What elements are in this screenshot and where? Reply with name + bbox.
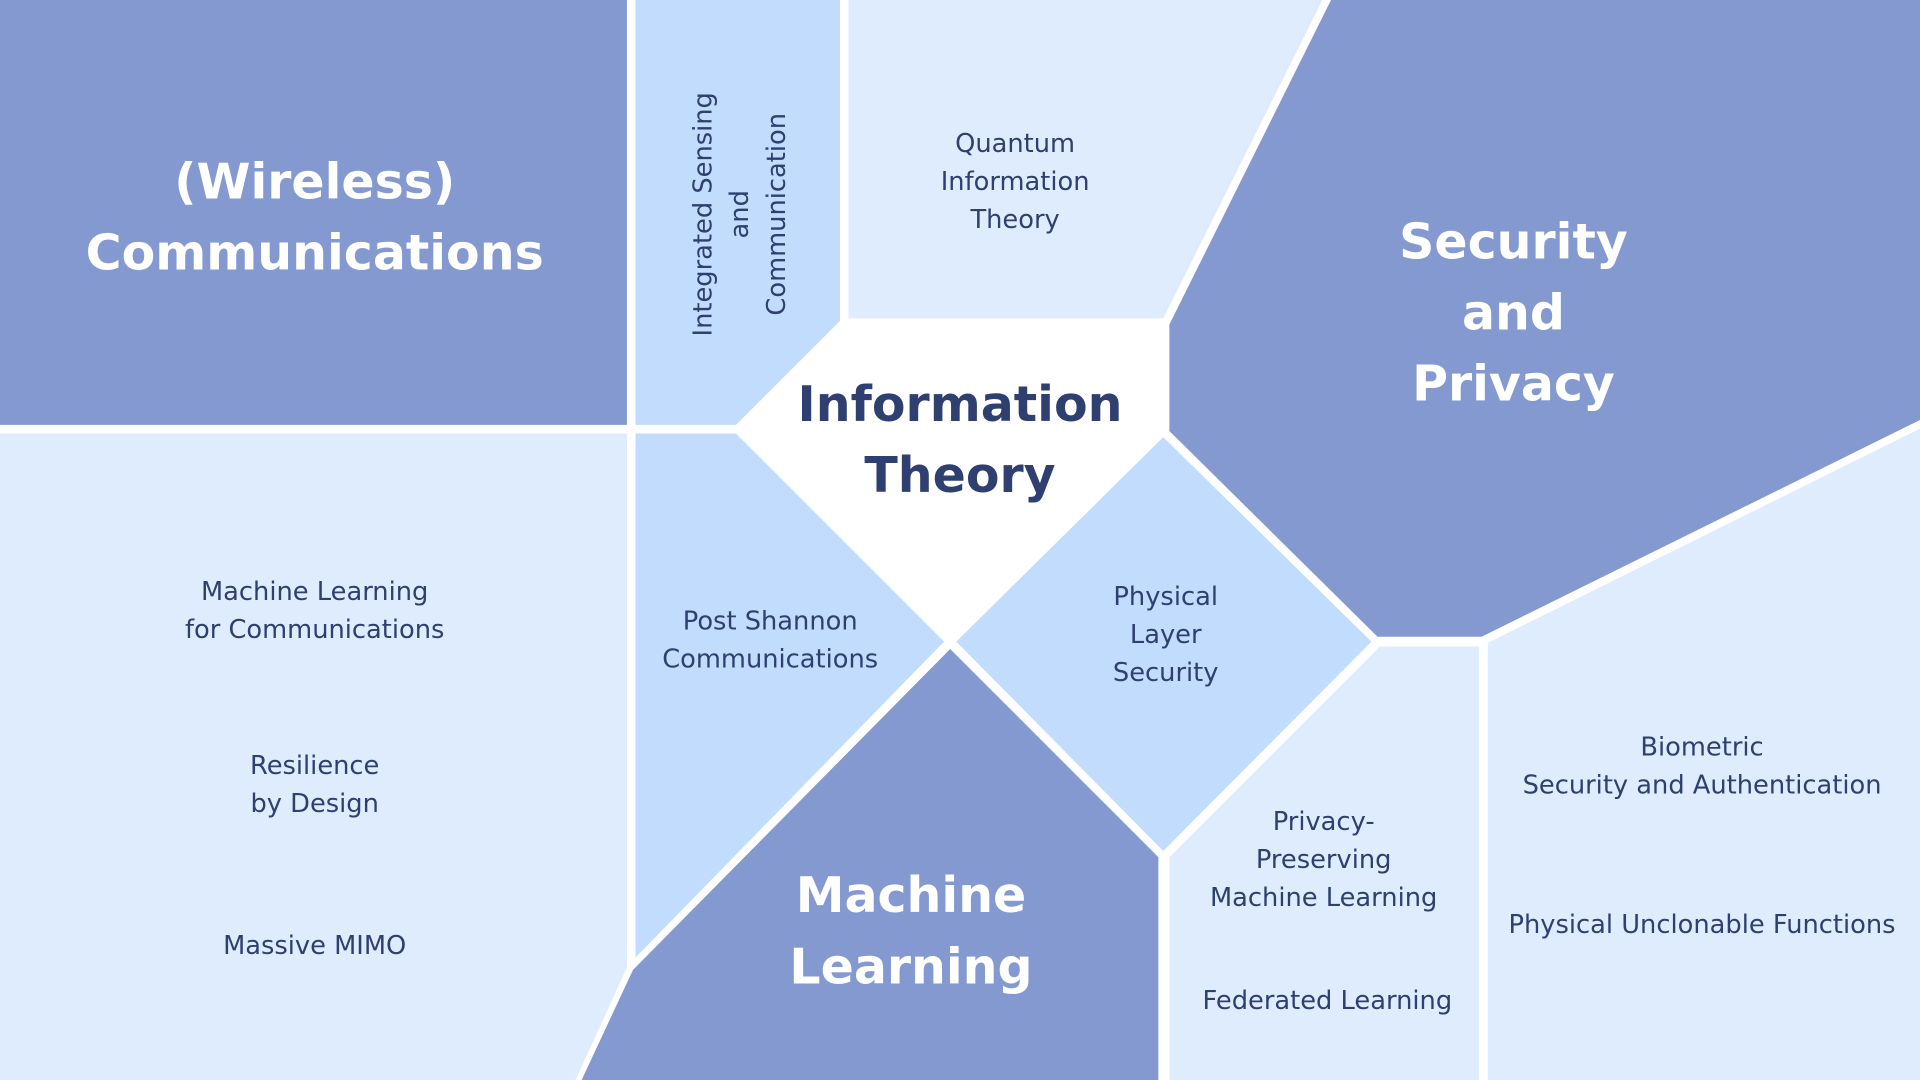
svg-text:(Wireless)Communications: (Wireless) Communications (86, 153, 544, 281)
label-line: Communications (86, 224, 544, 281)
region-wireless-communications: (Wireless) Communications (0, 0, 627, 425)
svg-text:Massive MIMO: Massive MIMO (223, 931, 406, 961)
svg-text:Federated Learning: Federated Learning (1203, 986, 1453, 1016)
label-line: (Wireless) (174, 153, 455, 210)
svg-text:Physical Unclonable Functions: Physical Unclonable Functions (1509, 910, 1896, 940)
